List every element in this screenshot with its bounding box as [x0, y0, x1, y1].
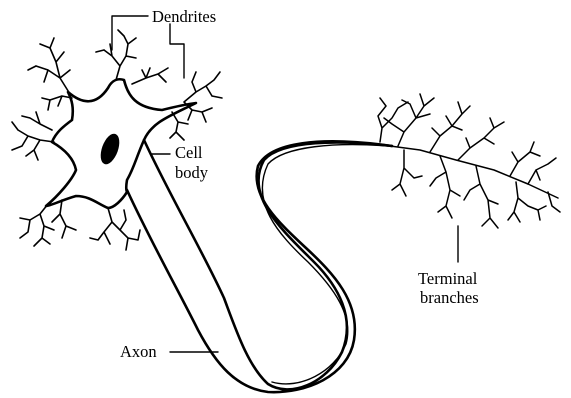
soma-outline: [46, 79, 196, 208]
dendrite-top-left: [42, 96, 72, 110]
terminal-upper-branch-3: [458, 118, 504, 160]
cell-body-label-line2: body: [175, 163, 209, 182]
axon-label: Axon: [120, 342, 157, 361]
dendrite-upper-left: [28, 38, 70, 94]
dendrite-right: [184, 72, 222, 122]
terminal-lower-branch-2: [430, 156, 460, 218]
nucleus: [97, 131, 123, 167]
terminal-label-line1: Terminal: [418, 269, 478, 288]
terminal-right-lower: [508, 182, 560, 222]
terminal-upper-branch-2: [430, 102, 470, 152]
terminal-upper-branch: [384, 94, 434, 146]
terminal-right-branch: [510, 142, 556, 184]
dendrite-lower: [90, 208, 140, 250]
cell-body-label-line1: Cell: [175, 143, 203, 162]
terminal-top-cluster: [378, 98, 408, 142]
cell-body: [46, 79, 196, 208]
dendrite-top: [96, 30, 136, 80]
dendrites-label: Dendrites: [152, 7, 216, 26]
dendrite-lower-left-2: [52, 200, 76, 238]
dendrite-left-upper: [22, 112, 52, 130]
terminal-branches: [378, 94, 560, 228]
axon: [127, 140, 392, 392]
axon-sheath-line: [262, 145, 388, 384]
dendrite-lower-left: [20, 204, 54, 246]
terminal-lower-branch-3: [464, 166, 498, 228]
terminal-lower-branch-1: [392, 150, 422, 196]
terminal-label-line2: branches: [420, 288, 479, 307]
dendrite-top-right: [132, 68, 168, 84]
dendrite-right-low: [170, 112, 188, 140]
